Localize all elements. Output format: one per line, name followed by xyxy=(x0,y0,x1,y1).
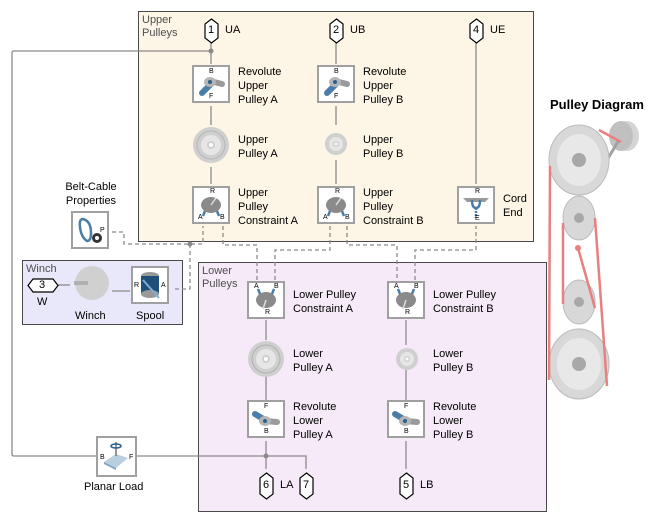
port-1-number: 1 xyxy=(208,24,215,36)
junction-dot xyxy=(263,453,269,459)
pulley-small-upper xyxy=(562,195,596,241)
upper-pulley-a-icon[interactable] xyxy=(192,126,230,164)
pulley-constraint-icon xyxy=(396,288,416,310)
port-3-icon[interactable] xyxy=(27,278,59,293)
port-3-number: 3 xyxy=(39,279,46,291)
port-5-name: LB xyxy=(420,479,434,491)
belt-cable-icon xyxy=(78,217,102,243)
upper-pulley-b-icon[interactable] xyxy=(324,132,348,156)
port-7-icon[interactable] xyxy=(299,472,314,500)
revolute-upper-pulley-b-block[interactable]: B F xyxy=(317,65,355,103)
pulley-diagram-title: Pulley Diagram xyxy=(550,97,644,112)
port-2-icon[interactable] xyxy=(329,18,344,44)
spool-icon xyxy=(141,272,160,299)
cord-end-icon xyxy=(463,198,489,218)
port-4-name: UE xyxy=(490,24,506,36)
pulley-constraint-icon xyxy=(256,288,276,310)
junction-dot xyxy=(187,241,193,247)
spool-block[interactable]: R A xyxy=(131,266,169,304)
revolute-upper-pulley-a-block[interactable]: B F xyxy=(192,65,230,103)
port-7-number: 7 xyxy=(303,479,310,491)
port-6-icon[interactable] xyxy=(259,472,274,500)
pulley-constraint-icon xyxy=(326,197,346,217)
belt-cable-properties-block[interactable]: P xyxy=(71,211,109,249)
revolute-joint-icon xyxy=(199,77,225,96)
pulley-large-top xyxy=(548,124,610,196)
revolute-lower-pulley-a-block[interactable]: F B xyxy=(247,400,285,438)
planar-load-block[interactable]: B F xyxy=(96,436,137,477)
port-6-name: LA xyxy=(280,479,294,491)
winch-label: Winch xyxy=(75,310,106,322)
port-2-number: 2 xyxy=(333,24,340,36)
port-2-name: UB xyxy=(350,24,366,36)
port-5-number: 5 xyxy=(403,479,410,491)
pulley-small-lower xyxy=(562,279,596,325)
winch-area-label: Winch xyxy=(26,263,57,275)
port-4-icon[interactable] xyxy=(469,18,484,44)
upper-pulley-constraint-a-block[interactable]: R A B xyxy=(192,186,230,224)
port-4-number: 4 xyxy=(473,24,480,36)
cord-end-dot xyxy=(575,245,581,251)
port-1-name: UA xyxy=(225,24,241,36)
planar-joint-icon xyxy=(104,442,128,470)
cord-end-block[interactable]: R E xyxy=(457,186,495,224)
winch-icon[interactable] xyxy=(74,265,110,301)
revolute-lower-pulley-b-block[interactable]: F B xyxy=(387,400,425,438)
spool-label: Spool xyxy=(136,310,165,322)
cable-path xyxy=(547,128,622,387)
revolute-joint-icon xyxy=(252,411,280,426)
lower-pulley-a-icon[interactable] xyxy=(247,340,285,378)
upper-pulley-constraint-b-block[interactable]: R A B xyxy=(317,186,355,224)
pulley-diagram-image xyxy=(547,121,639,400)
pulley-constraint-icon xyxy=(201,197,221,217)
port-3-name: W xyxy=(37,296,48,308)
crank-icon xyxy=(594,121,639,166)
port-5-icon[interactable] xyxy=(399,472,414,500)
port-1-icon[interactable] xyxy=(204,18,219,44)
lower-pulley-constraint-b-block[interactable]: A B R xyxy=(387,281,425,319)
revolute-joint-icon xyxy=(324,77,350,96)
revolute-joint-icon xyxy=(392,411,420,426)
port-6-number: 6 xyxy=(263,479,270,491)
pulley-large-bottom xyxy=(548,328,610,400)
lower-pulley-constraint-a-block[interactable]: A B R xyxy=(247,281,285,319)
lower-pulley-b-icon[interactable] xyxy=(395,347,419,371)
junction-dot xyxy=(208,48,214,54)
planar-load-label: Planar Load xyxy=(84,481,144,493)
